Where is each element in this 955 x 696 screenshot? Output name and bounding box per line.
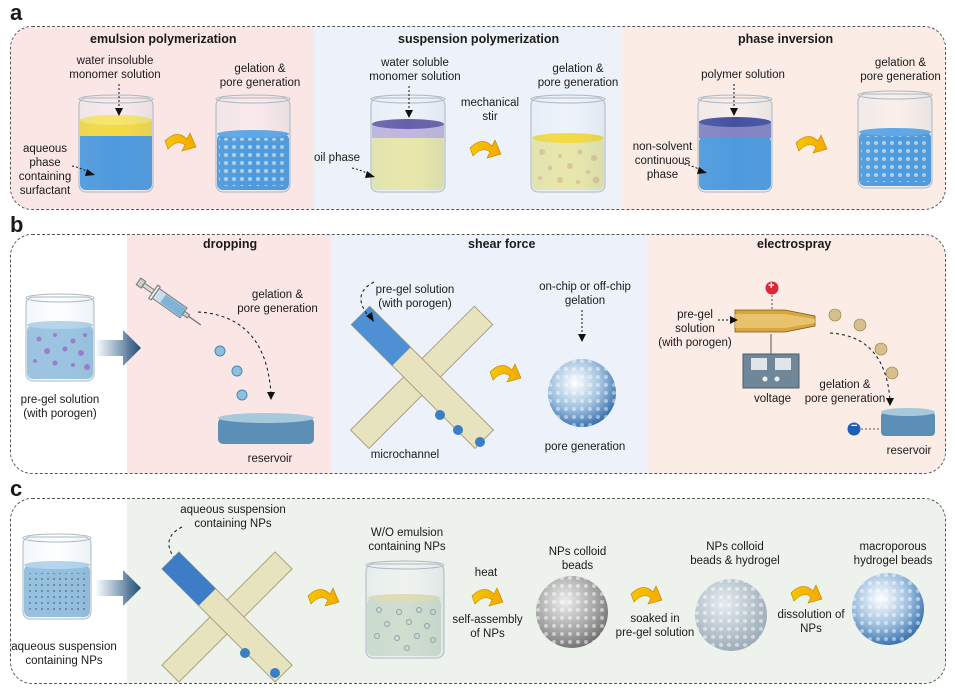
beaker-pregel-solution xyxy=(25,293,95,382)
macroporous-bead-icon xyxy=(852,573,924,645)
section-title-shear-force: shear force xyxy=(468,237,536,251)
panel-a-label: a xyxy=(10,0,23,25)
beaker-phase-inversion-start xyxy=(697,94,773,193)
reservoir-dropping xyxy=(218,413,314,444)
microchannel-cross-icon xyxy=(349,305,495,450)
annotation-gelation-a2: gelation & pore generation xyxy=(537,63,619,89)
section-title-suspension: suspension polymerization xyxy=(398,32,560,46)
dashed-arrow-icon xyxy=(405,86,413,118)
electrode-wire xyxy=(770,334,772,354)
positive-electrode-icon xyxy=(765,281,779,295)
curved-arrow-icon xyxy=(469,139,502,159)
reservoir-electrospray xyxy=(881,408,935,436)
positive-sign: + xyxy=(768,280,775,292)
dashed-path-arrow-icon xyxy=(197,311,275,400)
dashed-arrow-icon xyxy=(351,167,375,178)
dashed-arrow-icon xyxy=(730,84,738,116)
curved-arrow-icon xyxy=(307,587,340,607)
electrode-wire xyxy=(771,295,773,309)
annotation-mechanical-stir: mechanical stir xyxy=(460,97,520,123)
curved-arrow-icon xyxy=(489,363,522,383)
caption-aqueous-suspension-channel: aqueous suspension containing NPs xyxy=(180,504,286,530)
annotation-aqueous-phase: aqueous phase containing surfactant xyxy=(18,143,72,197)
beaker-suspension-start xyxy=(370,94,446,193)
caption-reservoir-b3: reservoir xyxy=(886,445,932,457)
beaker-emulsion-result xyxy=(215,94,291,193)
caption-microchannel: microchannel xyxy=(370,449,440,461)
dashed-arrow-icon xyxy=(115,84,123,116)
label-soaked-in-pregel: soaked in pre-gel solution xyxy=(615,613,695,639)
caption-np-colloid-beads: NPs colloid beads xyxy=(548,546,607,572)
negative-sign: − xyxy=(851,420,858,432)
dashed-arrow-icon xyxy=(718,316,738,324)
annotation-pregel-input: pre-gel solution (with porogen) xyxy=(375,284,455,310)
electrode-wire xyxy=(861,428,881,430)
curved-arrow-icon xyxy=(164,132,197,152)
curved-arrow-icon xyxy=(790,584,823,604)
section-title-electrospray: electrospray xyxy=(757,237,832,251)
annotation-gelation-a3: gelation & pore generation xyxy=(860,57,941,83)
microchannel-cross-icon xyxy=(161,551,293,683)
negative-electrode-icon xyxy=(847,422,861,436)
dashed-path-arrow-icon xyxy=(829,332,894,406)
section-title-phase-inversion: phase inversion xyxy=(738,32,834,46)
caption-pore-generation: pore generation xyxy=(544,441,626,453)
droplets-dropping xyxy=(214,345,248,401)
annotation-on-off-chip: on-chip or off-chip gelation xyxy=(539,281,631,307)
dashed-arrow-icon xyxy=(578,310,586,342)
annotation-pregel-input-electrospray: pre-gel solution (with porogen) xyxy=(658,309,732,349)
annotation-non-solvent: non-solvent continuous phase xyxy=(632,141,693,181)
syringe-icon xyxy=(135,277,202,326)
colloid-hydrogel-bead-icon xyxy=(695,579,767,651)
label-dissolution-of-nps: dissolution of NPs xyxy=(777,609,845,635)
big-arrow-icon xyxy=(95,570,141,606)
dashed-arrow-icon xyxy=(71,165,95,176)
droplets-electrospray xyxy=(828,308,899,380)
annotation-polymer-solution: polymer solution xyxy=(701,69,785,81)
annotation-gelation-b1: gelation & pore generation xyxy=(237,289,318,315)
beaker-wo-emulsion xyxy=(365,560,445,659)
nozzle-icon xyxy=(734,309,816,333)
caption-wo-emulsion: W/O emulsion containing NPs xyxy=(368,527,446,553)
annotation-gelation-a1: gelation & pore generation xyxy=(219,63,301,89)
colloid-bead-icon xyxy=(536,576,608,648)
caption-pregel-solution: pre-gel solution (with porogen) xyxy=(20,394,100,420)
annotation-water-insoluble-monomer: water insoluble monomer solution xyxy=(69,55,161,81)
label-self-assembly: self-assembly of NPs xyxy=(452,614,523,640)
annotation-water-soluble-monomer: water soluble monomer solution xyxy=(369,57,461,83)
porous-bead-icon xyxy=(548,359,616,427)
beaker-suspension-result xyxy=(530,94,606,193)
dashed-arrow-icon xyxy=(360,281,375,322)
label-heat: heat xyxy=(474,567,498,579)
section-title-dropping: dropping xyxy=(203,237,258,251)
section-title-emulsion: emulsion polymerization xyxy=(90,32,237,46)
caption-aqueous-suspension-start: aqueous suspension containing NPs xyxy=(11,641,117,667)
curved-arrow-icon xyxy=(471,587,504,607)
annotation-oil-phase: oil phase xyxy=(313,152,361,164)
beaker-np-suspension xyxy=(22,533,92,620)
panel-b-label: b xyxy=(10,212,24,237)
big-arrow-icon xyxy=(95,330,141,366)
dashed-arrow-icon xyxy=(683,163,707,174)
beaker-emulsion-start xyxy=(78,94,154,193)
curved-arrow-icon xyxy=(630,585,663,605)
panel-c-label: c xyxy=(10,476,23,501)
annotation-gelation-b3: gelation & pore generation xyxy=(804,379,886,405)
beaker-phase-inversion-result xyxy=(857,90,933,189)
caption-voltage: voltage xyxy=(753,393,792,405)
caption-colloid-beads-hydrogel: NPs colloid beads & hydrogel xyxy=(690,541,780,567)
voltage-source-icon xyxy=(742,353,800,389)
caption-reservoir-b1: reservoir xyxy=(247,453,293,465)
curved-arrow-icon xyxy=(795,134,828,154)
caption-macroporous-beads: macroporous hydrogel beads xyxy=(853,541,933,567)
